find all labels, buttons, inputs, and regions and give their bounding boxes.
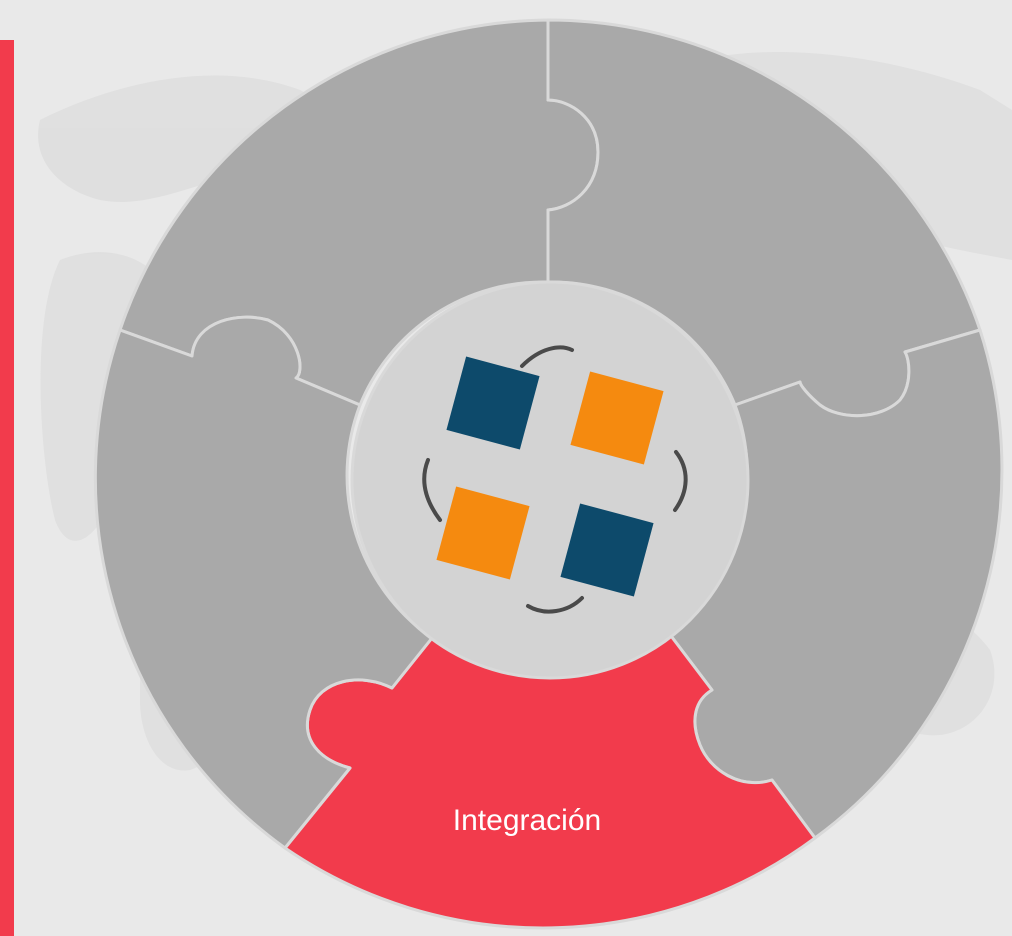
accent-bar <box>0 40 14 936</box>
segment-label-integracion: Integración <box>453 804 601 837</box>
blue-square-icon <box>560 503 654 597</box>
blue-square-icon <box>446 356 540 450</box>
segment-left[interactable] <box>93 315 434 850</box>
rotation-arrows-icon <box>422 345 688 614</box>
orange-square-icon <box>436 486 530 580</box>
center-circle <box>350 280 750 680</box>
orange-square-icon <box>570 371 664 465</box>
